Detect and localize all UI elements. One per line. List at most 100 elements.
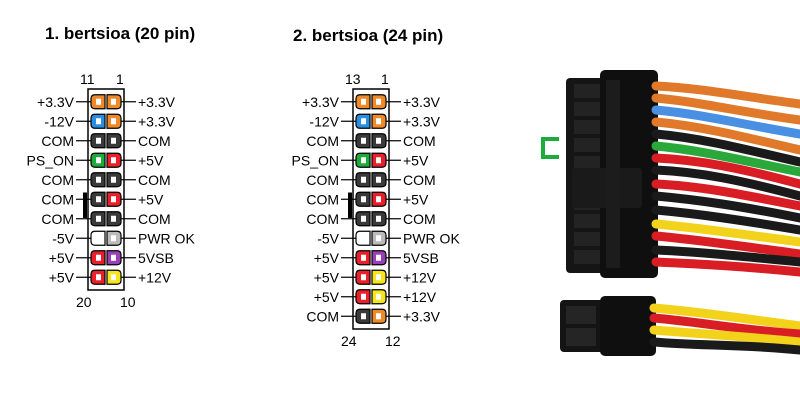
connector-key [348, 192, 352, 218]
pin-7-left [90, 211, 106, 227]
pin-1-right [371, 94, 387, 110]
pin-3-left [355, 133, 371, 149]
pin-2-right [106, 113, 122, 129]
pin-label-left: +5V [314, 250, 340, 266]
pin-number-bottom-left: 24 [341, 333, 357, 349]
pin-label-left: COM [41, 133, 74, 149]
atx-4pin-wires [649, 303, 800, 355]
pin-label-left: +3.3V [302, 94, 340, 110]
atx-24pin-connector [566, 70, 658, 278]
pin-number-bottom-right: 12 [385, 333, 401, 349]
pin-label-right: +5V [403, 191, 429, 207]
pin-label-left: +5V [49, 250, 75, 266]
pin-11-right [371, 289, 387, 305]
pin-number-top-right: 1 [381, 71, 389, 87]
pin-number-bottom-left: 20 [76, 294, 92, 310]
pin-label-right: +3.3V [138, 94, 176, 110]
pin-10-left [355, 269, 371, 285]
connector-outline [352, 88, 390, 330]
pin-label-right: COM [138, 133, 171, 149]
pin-label-right: +3.3V [403, 113, 441, 129]
pin-10-left [90, 269, 106, 285]
pin-number-top-left: 13 [345, 71, 361, 87]
pin-9-right [106, 250, 122, 266]
pin-label-right: +12V [403, 269, 437, 285]
pin-label-right: PWR OK [138, 230, 195, 246]
pin-1-left [355, 94, 371, 110]
pin-12-left [355, 308, 371, 324]
pin-label-left: PS_ON [292, 152, 339, 168]
pin-9-left [90, 250, 106, 266]
pin-7-right [371, 211, 387, 227]
pin-label-right: +5V [138, 191, 164, 207]
pin-5-left [90, 172, 106, 188]
pin-6-right [106, 191, 122, 207]
pin-label-left: PS_ON [27, 152, 74, 168]
pin-label-right: +12V [138, 269, 172, 285]
pin-2-left [90, 113, 106, 129]
pin-9-left [355, 250, 371, 266]
pin-12-right [371, 308, 387, 324]
pin-label-left: COM [306, 133, 339, 149]
pin-10-right [106, 269, 122, 285]
pin-label-right: +5V [403, 152, 429, 168]
pin-5-right [371, 172, 387, 188]
pin-label-left: COM [41, 211, 74, 227]
pin-6-right [371, 191, 387, 207]
pin-label-right: COM [138, 172, 171, 188]
pin-label-left: COM [41, 172, 74, 188]
pin-3-right [371, 133, 387, 149]
pin-label-right: PWR OK [403, 230, 460, 246]
pin-number-top-left: 11 [80, 71, 95, 87]
pin-label-right: +3.3V [403, 308, 441, 324]
pin-label-right: +3.3V [403, 94, 441, 110]
pin-label-left: -12V [44, 113, 74, 129]
pin-label-right: +5V [138, 152, 164, 168]
pin-4-right [371, 152, 387, 168]
pin-7-right [106, 211, 122, 227]
pin-label-right: 5VSB [138, 250, 174, 266]
pin-label-right: COM [403, 133, 436, 149]
pin-label-left: COM [41, 191, 74, 207]
pin-label-left: +5V [314, 289, 340, 305]
diagram-1-title: 1. bertsioa (20 pin) [45, 24, 196, 43]
pin-2-left [355, 113, 371, 129]
pin-3-left [90, 133, 106, 149]
pin-number-bottom-right: 10 [120, 294, 136, 310]
pin-label-right: 5VSB [403, 250, 439, 266]
connector-key [83, 192, 87, 218]
pin-label-left: COM [306, 191, 339, 207]
pin-label-right: +12V [403, 289, 437, 305]
pin-5-right [106, 172, 122, 188]
pin-label-left: COM [306, 172, 339, 188]
pin-label-left: +3.3V [37, 94, 75, 110]
pin-label-right: COM [403, 172, 436, 188]
pin-label-right: COM [403, 211, 436, 227]
pin-label-left: +5V [49, 269, 75, 285]
atx-24pin-wires [651, 81, 800, 277]
pin-6-left [90, 191, 106, 207]
pin-label-left: COM [306, 308, 339, 324]
pin-3-right [106, 133, 122, 149]
jumper-bracket [541, 137, 559, 159]
pin-6-left [355, 191, 371, 207]
pin-4-left [90, 152, 106, 168]
pin-label-left: -12V [309, 113, 339, 129]
pin-1-right [106, 94, 122, 110]
atx-4pin-connector [560, 296, 656, 356]
pin-8-right [106, 230, 122, 246]
pin-number-top-right: 1 [116, 71, 124, 87]
pin-8-left [90, 230, 106, 246]
pin-8-right [371, 230, 387, 246]
pin-4-right [106, 152, 122, 168]
pin-4-left [355, 152, 371, 168]
pin-label-left: -5V [317, 230, 339, 246]
pin-label-left: COM [306, 211, 339, 227]
pin-1-left [90, 94, 106, 110]
pin-label-left: +5V [314, 269, 340, 285]
pin-11-left [355, 289, 371, 305]
